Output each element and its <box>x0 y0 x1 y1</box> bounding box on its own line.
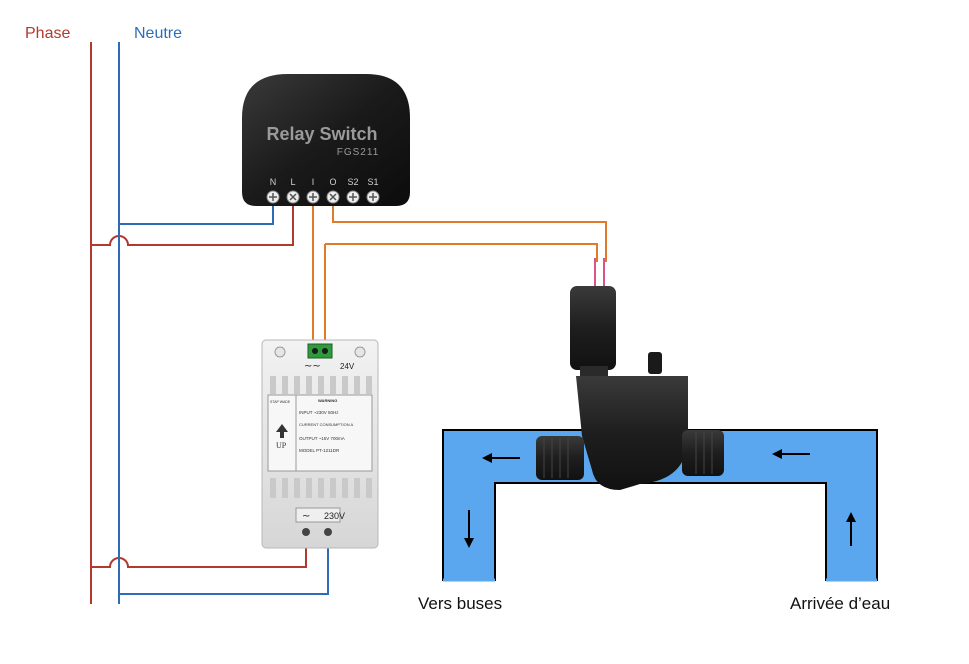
arrow-left-icon <box>482 453 520 463</box>
phase-label: Phase <box>25 25 71 42</box>
transformer-stap-label: STAP WADE <box>270 400 291 404</box>
relay-switch-module <box>242 74 410 206</box>
transformer-spec-model: MODEL PT-1211DR <box>299 448 340 453</box>
transformer-spec-output: OUTPUT ~15V 700mA <box>299 436 345 441</box>
transformer-spec-current: CURRENT CONSUMPTION A <box>299 422 353 427</box>
relay-model: FGS211 <box>337 147 380 158</box>
relay-terminals <box>266 190 380 204</box>
vers-buses-label: Vers buses <box>418 594 503 613</box>
terminal-label-n: N <box>270 177 277 187</box>
terminal-label-o: O <box>329 177 336 187</box>
transformer-output-label: 24V <box>340 362 355 371</box>
relay-title: Relay Switch <box>266 124 377 144</box>
solenoid-valve <box>536 258 724 490</box>
transformer-module <box>261 339 379 549</box>
terminal-label-s2: S2 <box>347 177 358 187</box>
arrow-up-icon <box>846 512 856 546</box>
transformer-warning: WARNING <box>318 398 337 403</box>
transformer-spec-input: INPUT ~230V 50Hz <box>299 410 339 415</box>
arrow-down-icon <box>464 510 474 548</box>
neutre-label: Neutre <box>134 25 183 42</box>
terminal-label-s1: S1 <box>367 177 378 187</box>
arrow-left-icon <box>772 449 810 459</box>
signal-wires <box>312 200 607 350</box>
transformer-up-label: UP <box>276 441 287 450</box>
transformer-tilde-out: ~~ <box>304 361 321 372</box>
transformer-input-label: 230V <box>324 511 345 521</box>
neutral-bus <box>118 42 329 604</box>
terminal-label-l: L <box>290 177 295 187</box>
arrivee-eau-label: Arrivée d’eau <box>790 594 891 613</box>
phase-bus <box>90 42 307 604</box>
terminal-label-i: I <box>312 177 315 187</box>
transformer-tilde-in: ~ <box>302 511 310 522</box>
